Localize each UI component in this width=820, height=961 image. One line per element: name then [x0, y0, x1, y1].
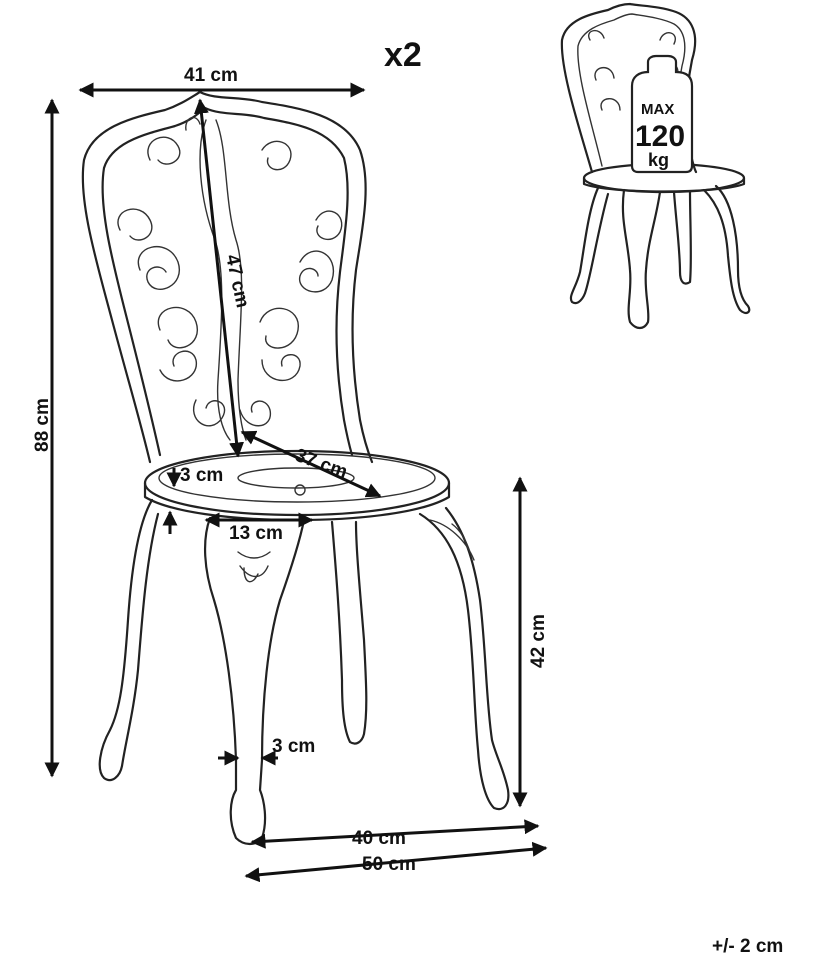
back-width-label: 41 cm [184, 65, 238, 86]
max-weight-value: 120 [635, 120, 685, 153]
max-load-thumbnail: MAX 120 kg [560, 2, 751, 330]
total-height-label: 88 cm [32, 398, 53, 452]
quantity-multiplier: x2 [384, 36, 422, 74]
depth-outer-label: 50 cm [362, 854, 416, 875]
seat-height-label: 42 cm [528, 614, 549, 668]
leg-thickness-label: 3 cm [272, 736, 315, 757]
seat-thickness-label: 3 cm [180, 465, 223, 486]
dimension-lines [44, 82, 548, 883]
max-label: MAX [641, 101, 674, 118]
seat-inner-label: 13 cm [229, 523, 283, 544]
tolerance-note: +/- 2 cm [712, 936, 783, 957]
back-height-label: 47 cm [221, 253, 253, 310]
chair-illustration [81, 90, 510, 846]
max-weight-unit: kg [648, 150, 669, 170]
depth-inner-label: 40 cm [352, 828, 406, 849]
